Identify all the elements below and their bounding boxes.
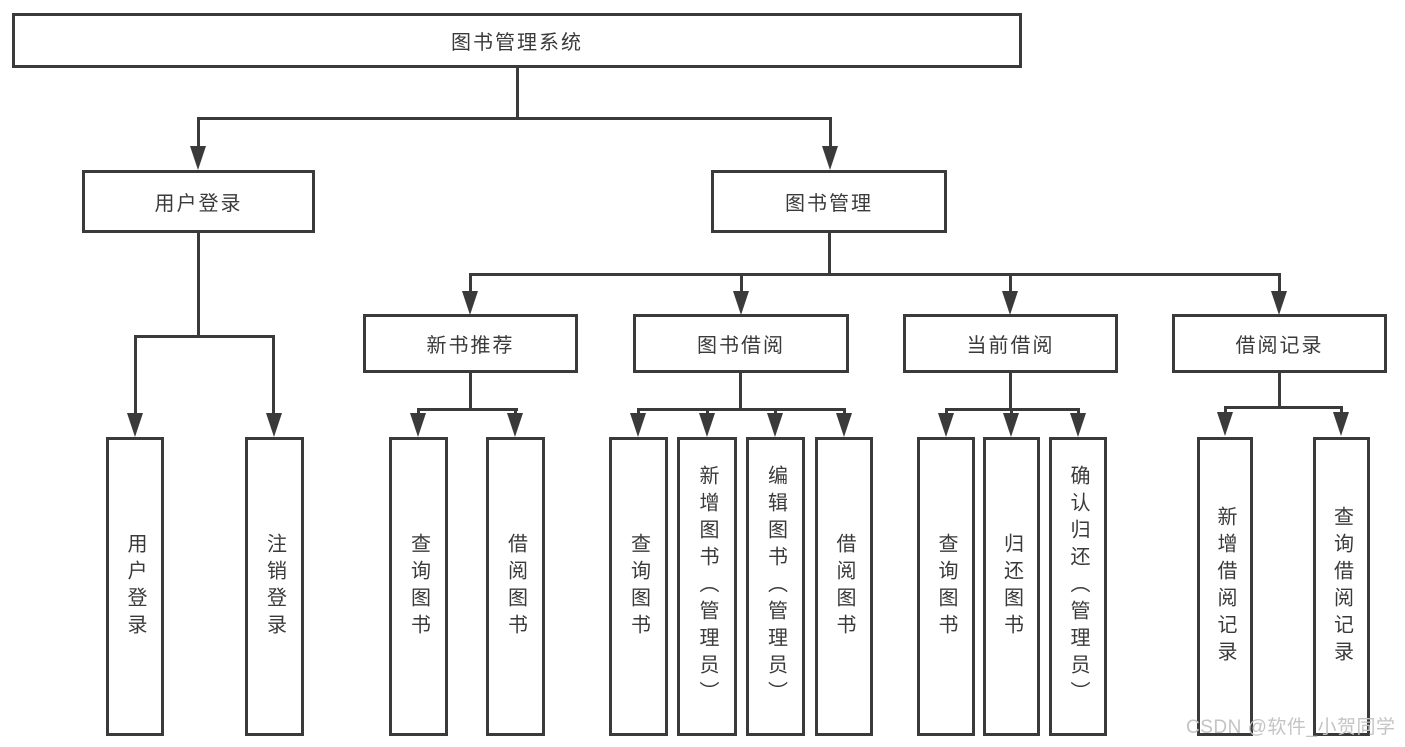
arrow-down-icon <box>1333 412 1349 436</box>
connector-records-hline <box>1224 406 1343 409</box>
connector-bookmgmt-drop-1 <box>469 273 472 293</box>
connector-root-drop-right <box>829 117 832 149</box>
node-user-login-branch-label: 用户登录 <box>154 193 243 215</box>
connector-newbook-stem <box>469 373 472 410</box>
connector-bookmgmt-drop-4 <box>1278 273 1281 293</box>
arrow-down-icon <box>822 146 838 170</box>
connector-newbook-drop-1 <box>417 408 420 416</box>
arrow-down-icon <box>127 413 143 437</box>
arrow-down-icon <box>1217 412 1233 436</box>
node-leaf-borrow-book-label: 借阅图书 <box>833 532 855 641</box>
arrow-down-icon <box>1003 413 1019 437</box>
node-leaf-borrow-query: 查询图书 <box>609 437 668 736</box>
node-borrow-records: 借阅记录 <box>1172 314 1387 373</box>
connector-bookmgmt-stem <box>828 233 831 275</box>
node-leaf-newbook-query-label: 查询图书 <box>407 532 430 641</box>
arrow-down-icon <box>462 291 478 315</box>
node-leaf-borrow-book: 借阅图书 <box>815 437 873 736</box>
arrow-down-icon <box>1002 291 1018 315</box>
connector-userlogin-drop-1 <box>134 335 137 413</box>
node-leaf-return-book-label: 归还图书 <box>1000 532 1023 641</box>
connector-borrow-stem <box>739 373 742 410</box>
node-leaf-add-book-admin-label: 新增图书（管理员） <box>696 465 718 708</box>
node-current-borrow-label: 当前借阅 <box>966 335 1055 357</box>
connector-newbook-drop-2 <box>514 408 517 416</box>
node-current-borrow: 当前借阅 <box>903 314 1118 373</box>
connector-newbook-hline <box>417 408 518 411</box>
node-leaf-add-borrow-record-label: 新增借阅记录 <box>1214 505 1236 668</box>
connector-bookmgmt-drop-2 <box>740 273 743 293</box>
connector-userlogin-hline <box>134 335 275 338</box>
node-book-borrow-label: 图书借阅 <box>697 335 785 357</box>
csdn-watermark: CSDN @软件_小贺同学 <box>1186 717 1396 738</box>
node-leaf-confirm-return-admin-label: 确认归还（管理员） <box>1067 465 1089 708</box>
connector-bookmgmt-drop-3 <box>1009 273 1012 293</box>
node-leaf-newbook-borrow-label: 借阅图书 <box>504 532 527 641</box>
node-leaf-edit-book-admin-label: 编辑图书（管理员） <box>764 465 787 708</box>
node-leaf-add-book-admin: 新增图书（管理员） <box>677 437 737 736</box>
connector-current-drop-1 <box>945 408 948 416</box>
node-leaf-return-book: 归还图书 <box>983 437 1040 736</box>
arrow-down-icon <box>699 413 715 437</box>
arrow-down-icon <box>410 413 426 437</box>
node-leaf-newbook-query: 查询图书 <box>389 437 448 736</box>
node-leaf-confirm-return-admin: 确认归还（管理员） <box>1049 437 1107 736</box>
node-leaf-user-login-label: 用户登录 <box>124 532 146 641</box>
node-book-management-branch-label: 图书管理 <box>785 193 873 215</box>
connector-records-drop-2 <box>1340 406 1343 415</box>
node-leaf-borrow-query-label: 查询图书 <box>627 532 650 641</box>
connector-borrow-hline <box>637 408 846 411</box>
node-leaf-current-query: 查询图书 <box>917 437 975 736</box>
arrow-down-icon <box>767 413 783 437</box>
node-root-label: 图书管理系统 <box>451 32 583 54</box>
arrow-down-icon <box>733 291 749 315</box>
arrow-down-icon <box>836 413 852 437</box>
connector-records-drop-1 <box>1224 406 1227 415</box>
connector-borrow-drop-2 <box>706 408 709 416</box>
arrow-down-icon <box>190 146 206 170</box>
arrow-down-icon <box>938 413 954 437</box>
node-new-book-recommend-label: 新书推荐 <box>426 335 515 357</box>
node-leaf-query-borrow-record-label: 查询借阅记录 <box>1330 505 1353 668</box>
connector-borrow-drop-3 <box>774 408 777 416</box>
connector-userlogin-drop-2 <box>272 335 275 413</box>
connector-borrow-drop-4 <box>843 408 846 416</box>
node-leaf-user-login: 用户登录 <box>106 437 164 736</box>
node-leaf-logout-label: 注销登录 <box>263 532 286 641</box>
connector-records-stem <box>1278 373 1281 408</box>
connector-userlogin-stem <box>197 233 200 337</box>
arrow-down-icon <box>1070 413 1086 437</box>
connector-current-drop-2 <box>1010 408 1013 416</box>
connector-current-stem <box>1009 373 1012 410</box>
node-leaf-newbook-borrow: 借阅图书 <box>486 437 545 736</box>
arrow-down-icon <box>507 413 523 437</box>
connector-current-drop-3 <box>1077 408 1080 416</box>
node-user-login-branch: 用户登录 <box>82 170 315 233</box>
connector-root-drop-left <box>197 117 200 149</box>
connector-borrow-drop-1 <box>637 408 640 416</box>
connector-root-stem <box>516 68 519 118</box>
node-root: 图书管理系统 <box>12 13 1022 68</box>
arrow-down-icon <box>630 413 646 437</box>
node-leaf-edit-book-admin: 编辑图书（管理员） <box>746 437 805 736</box>
node-new-book-recommend: 新书推荐 <box>363 314 578 373</box>
node-leaf-current-query-label: 查询图书 <box>935 532 957 641</box>
node-book-management-branch: 图书管理 <box>711 170 947 233</box>
node-borrow-records-label: 借阅记录 <box>1235 335 1324 357</box>
arrow-down-icon <box>1271 291 1287 315</box>
connector-root-hline <box>197 117 831 120</box>
node-leaf-query-borrow-record: 查询借阅记录 <box>1313 437 1370 736</box>
node-leaf-add-borrow-record: 新增借阅记录 <box>1197 437 1253 736</box>
node-leaf-logout: 注销登录 <box>245 437 304 736</box>
node-book-borrow: 图书借阅 <box>633 314 849 373</box>
connector-bookmgmt-hline <box>469 273 1281 276</box>
arrow-down-icon <box>266 413 282 437</box>
